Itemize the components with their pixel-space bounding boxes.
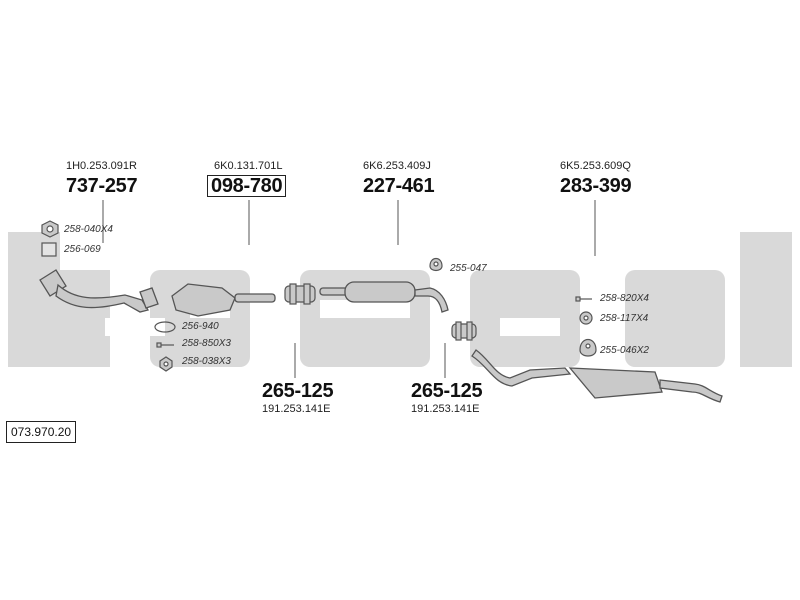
rear-silencer <box>471 349 723 403</box>
gasket-icon <box>41 242 57 257</box>
nut-icon <box>579 311 593 325</box>
oem-number: 6K5.253.609Q <box>560 160 631 172</box>
oem-number: 191.253.141E <box>411 403 480 415</box>
oem-number: 6K0.131.701L <box>214 160 283 172</box>
front-pipe <box>39 269 159 313</box>
small-part-code: 256-069 <box>64 244 101 255</box>
small-part-code: 255-047 <box>450 263 487 274</box>
pipe-connector <box>284 283 316 305</box>
small-part-code: 258-117X4 <box>600 313 649 324</box>
oem-number: 1H0.253.091R <box>66 160 137 172</box>
small-part-code: 256-940 <box>182 321 219 332</box>
oem-number: 6K6.253.409J <box>363 160 431 172</box>
part-number: 265-125 <box>262 380 334 402</box>
bolt-icon <box>156 342 174 348</box>
ring-gasket-icon <box>154 321 176 333</box>
part-number: 265-125 <box>411 380 483 402</box>
small-part-code: 258-850X3 <box>182 338 231 349</box>
catalytic-converter <box>171 283 276 317</box>
part-number: 098-780 <box>207 175 287 197</box>
bolt-icon <box>575 296 592 302</box>
oem-number: 191.253.141E <box>262 403 331 415</box>
nut-icon <box>41 220 59 238</box>
reference-number: 073.970.20 <box>6 421 77 443</box>
part-number: 227-461 <box>363 175 435 197</box>
small-part-code: 258-820X4 <box>600 293 649 304</box>
small-part-code: 255-046X2 <box>600 345 649 356</box>
nut-icon <box>159 356 173 372</box>
small-part-code: 258-040X4 <box>64 224 113 235</box>
small-part-code: 258-038X3 <box>182 356 231 367</box>
pipe-connector <box>451 321 477 341</box>
rubber-mount-icon <box>579 338 597 357</box>
part-number: 283-399 <box>560 175 632 197</box>
part-number: 737-257 <box>66 175 138 197</box>
middle-silencer <box>319 281 449 313</box>
rubber-mount-icon <box>429 257 443 272</box>
